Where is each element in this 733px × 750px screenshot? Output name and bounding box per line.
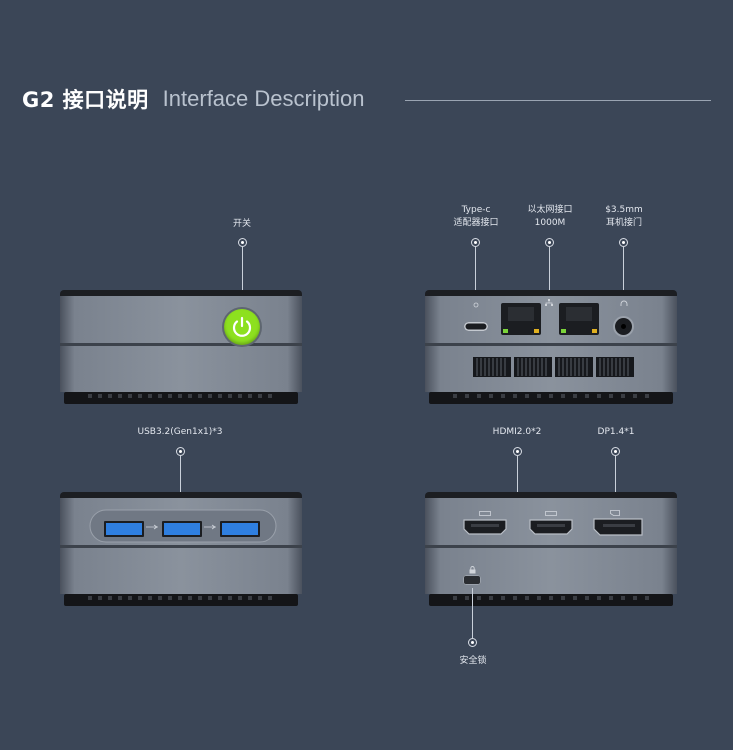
headphone-icon — [620, 300, 628, 306]
power-icon — [232, 316, 252, 337]
page-header: G2 接口说明 Interface Description — [22, 84, 364, 114]
usb-label: USB3.2(Gen1x1)*3 — [137, 427, 223, 437]
hdmi-port-1[interactable] — [463, 519, 507, 535]
hdmi-label: HDMI2.0*2 — [492, 427, 542, 437]
ethernet-port-1[interactable] — [501, 303, 541, 335]
power-button[interactable] — [224, 309, 260, 345]
usb-callout-dot — [176, 447, 185, 456]
usb-callout-line — [180, 456, 181, 512]
power-label: 开关 — [232, 219, 251, 229]
title-english: Interface Description — [162, 86, 365, 111]
typec-label-line1: Type-c — [461, 205, 491, 215]
title-chinese: G2 接口说明 — [22, 88, 149, 112]
security-lock-slot[interactable] — [463, 575, 481, 585]
dc-icon — [473, 302, 479, 308]
audio-callout-line — [623, 247, 624, 299]
audio-jack[interactable] — [615, 318, 632, 335]
device-rear-view — [423, 290, 679, 408]
typec-callout-line — [475, 247, 476, 299]
typec-callout-dot — [471, 238, 480, 247]
audio-callout-dot — [619, 238, 628, 247]
usb-ss-icon — [146, 524, 158, 530]
usb-port-1[interactable] — [104, 521, 144, 537]
device-side-view — [58, 492, 304, 610]
ethernet-port-2[interactable] — [559, 303, 599, 335]
dp-label: DP1.4*1 — [597, 427, 635, 437]
hdmi-icon — [479, 511, 491, 516]
power-callout-dot — [238, 238, 247, 247]
usb-ss-icon — [204, 524, 216, 530]
hdmi-callout-dot — [513, 447, 522, 456]
lock-callout-dot — [468, 638, 477, 647]
hdmi-icon — [545, 511, 557, 516]
ethernet-label: 以太网接口 1000M — [520, 204, 580, 230]
device-rear-view-2 — [423, 492, 679, 610]
audio-label-line1: $3.5mm — [605, 205, 643, 215]
ethernet-callout-line — [549, 247, 550, 303]
typec-label: Type-c 适配器接口 — [446, 204, 506, 230]
device-front-view — [58, 290, 304, 408]
audio-label: $3.5mm 耳机接门 — [594, 204, 654, 230]
hdmi-port-2[interactable] — [529, 519, 573, 535]
lock-callout-line — [472, 588, 473, 638]
displayport-port[interactable] — [593, 518, 643, 536]
dp-callout-dot — [611, 447, 620, 456]
lock-icon — [469, 566, 476, 574]
displayport-icon — [610, 510, 620, 516]
typec-label-line2: 适配器接口 — [453, 218, 499, 228]
usb-port-3[interactable] — [220, 521, 260, 537]
dp-callout-line — [615, 456, 616, 514]
usb-port-2[interactable] — [162, 521, 202, 537]
audio-label-line2: 耳机接门 — [605, 218, 642, 228]
hdmi-callout-line — [517, 456, 518, 514]
network-icon — [545, 299, 553, 306]
typec-port[interactable] — [464, 322, 488, 331]
ethernet-label-line1: 以太网接口 — [527, 205, 573, 215]
lock-label: 安全锁 — [459, 656, 487, 666]
ethernet-label-line2: 1000M — [534, 218, 566, 228]
power-callout-line — [242, 247, 243, 313]
ethernet-callout-dot — [545, 238, 554, 247]
header-divider — [405, 100, 711, 101]
